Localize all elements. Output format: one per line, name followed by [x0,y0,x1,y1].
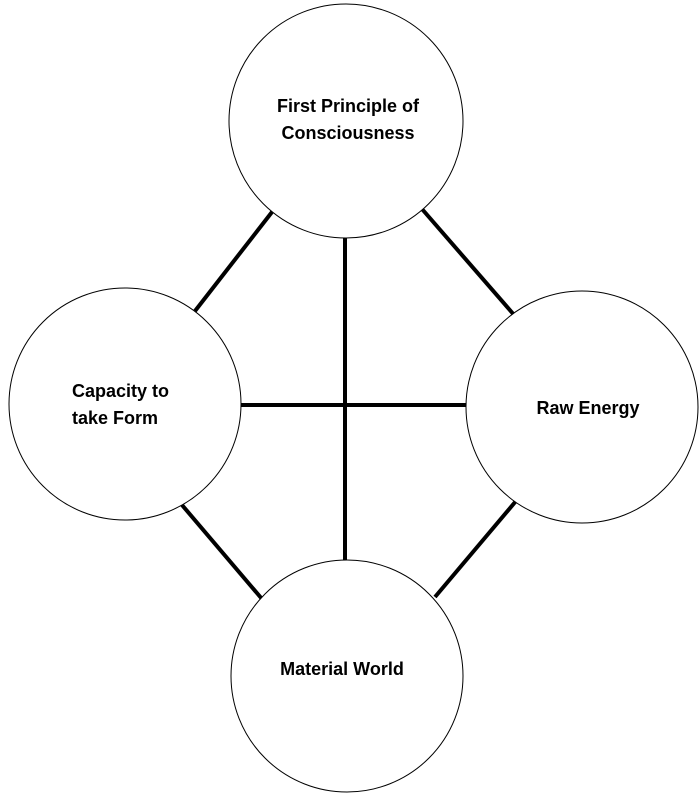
edge-consciousness-energy [420,207,517,318]
edge-form-material [180,503,264,601]
node-consciousness: First Principle of Consciousness [228,3,464,239]
node-form-circle [8,287,242,521]
node-form: Capacity to take Form [8,287,242,521]
edge-energy-material [433,499,518,599]
node-form-label-line1: Capacity to [72,381,169,401]
node-form-label-line2: take Form [72,408,158,428]
node-energy: Raw Energy [465,290,699,524]
node-material-circle [230,559,464,793]
edge-consciousness-form [193,210,274,313]
node-material-label: Material World [280,659,404,679]
node-material: Material World [230,559,464,793]
node-energy-label: Raw Energy [536,398,639,418]
node-consciousness-label-line2: Consciousness [281,123,414,143]
node-consciousness-circle [228,3,464,239]
node-consciousness-label-line1: First Principle of [277,96,420,116]
node-energy-circle [465,290,699,524]
